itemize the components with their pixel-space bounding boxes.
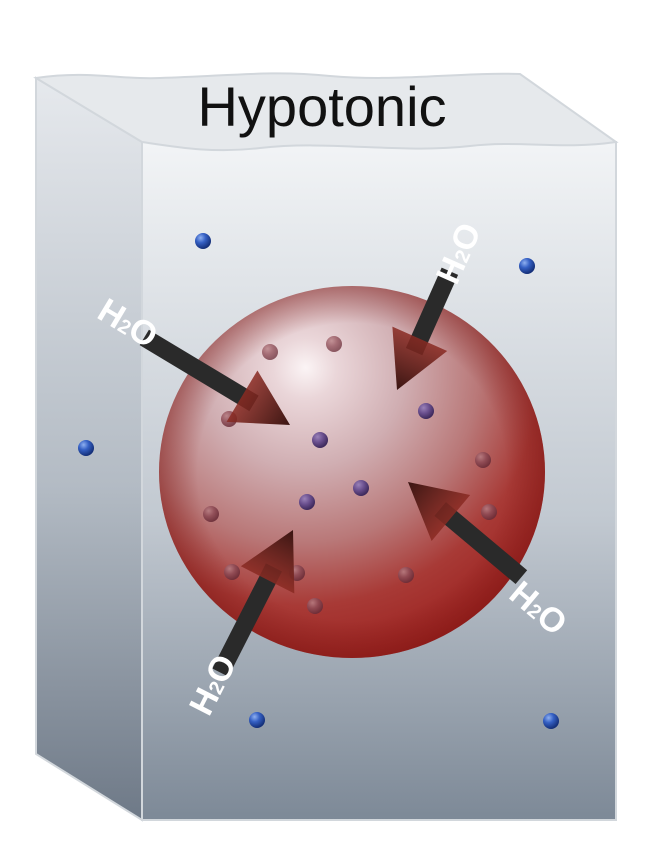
solute-particle — [249, 712, 265, 728]
solute-particle — [543, 713, 559, 729]
cell-rim-shade — [159, 286, 545, 658]
solute-particle — [481, 504, 497, 520]
solute-particle — [519, 258, 535, 274]
outside-solute-particles — [78, 233, 559, 729]
solute-particle — [418, 403, 434, 419]
solute-particle — [475, 452, 491, 468]
container-liquid-surface — [33, 72, 619, 152]
solute-particle — [307, 598, 323, 614]
inside-solute-particles — [203, 336, 497, 614]
water-arrow-upper-left — [139, 329, 290, 425]
water-arrow-lower-left — [212, 530, 295, 677]
solute-particle — [398, 567, 414, 583]
diagram-title: Hypotonic — [197, 75, 446, 138]
solute-particle — [353, 480, 369, 496]
solute-particle — [326, 336, 342, 352]
solute-particle — [299, 494, 315, 510]
cell — [159, 286, 545, 658]
water-arrows — [139, 267, 528, 677]
water-arrow-upper-right — [392, 267, 459, 390]
solute-particle — [78, 440, 94, 456]
solute-particle — [312, 432, 328, 448]
solute-particle — [224, 564, 240, 580]
solute-particle — [262, 344, 278, 360]
solute-particle — [195, 233, 211, 249]
solute-particle — [203, 506, 219, 522]
water-arrow-lower-right — [408, 482, 528, 585]
